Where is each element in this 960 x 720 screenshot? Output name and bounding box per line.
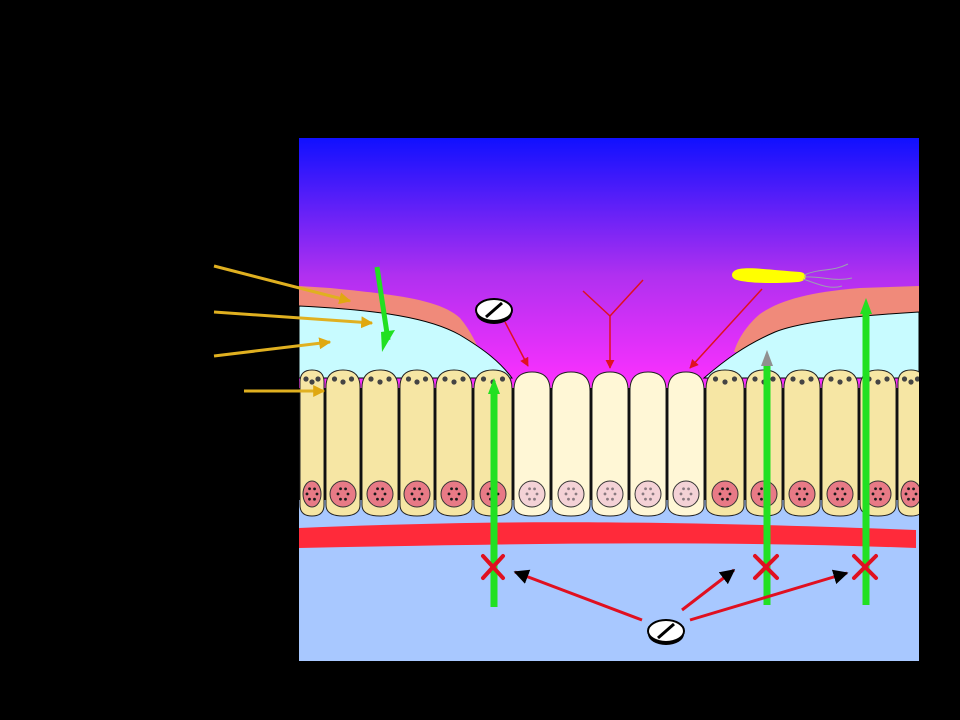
secretory-granule xyxy=(422,376,429,382)
green-arrow-blood-flow-3 xyxy=(860,298,872,605)
secretory-granule xyxy=(480,376,487,382)
cell-nucleus xyxy=(302,480,322,508)
cell-nucleus xyxy=(711,480,739,508)
secretory-granule xyxy=(331,376,338,382)
drug-inhibition-arrows xyxy=(513,568,849,622)
helicobacter-icon xyxy=(732,263,853,288)
diagram-panel xyxy=(299,138,919,661)
secretory-granule xyxy=(770,376,776,382)
epithelial-cell xyxy=(299,369,325,517)
cell-nucleus xyxy=(672,480,700,508)
damaged-epithelial-cell xyxy=(667,371,705,517)
cell-nucleus xyxy=(826,480,854,508)
secretory-granule xyxy=(386,376,392,382)
cell-nucleus xyxy=(900,480,919,508)
secretory-granule xyxy=(752,376,758,382)
inhibition-marks xyxy=(481,554,878,580)
acid-fork-icon xyxy=(582,279,644,369)
cell-nucleus xyxy=(366,480,394,508)
tablet-icon xyxy=(475,298,513,324)
damaged-epithelial-cell xyxy=(513,371,551,517)
epithelial-cell xyxy=(897,369,919,517)
cell-nucleus xyxy=(634,480,662,508)
secretory-granule xyxy=(914,376,919,382)
cell-nucleus xyxy=(788,480,816,508)
secretory-granule xyxy=(348,376,355,382)
secretory-granule xyxy=(908,379,914,385)
pointer-arrow-mucus-outer xyxy=(213,264,352,305)
damaged-epithelial-cell xyxy=(551,371,591,517)
secretory-granule xyxy=(875,379,881,385)
red-arrow-to-vessel xyxy=(681,568,736,612)
epithelial-cell xyxy=(361,369,399,517)
red-arrow-to-x3 xyxy=(689,569,849,622)
epithelial-cell xyxy=(473,369,513,517)
epithelial-cell xyxy=(783,369,821,517)
pointer-arrow-mucus-inner xyxy=(213,310,374,329)
secretory-granule xyxy=(451,379,457,385)
secretory-granule xyxy=(884,376,890,382)
x-mark-icon xyxy=(852,554,878,580)
cell-nucleus xyxy=(596,480,624,508)
secretory-granule xyxy=(901,376,908,382)
secretory-granule xyxy=(790,376,796,382)
epithelial-cell xyxy=(821,369,859,517)
secretory-granule xyxy=(442,376,448,382)
epithelial-cell-layer xyxy=(299,369,919,517)
epithelial-cell xyxy=(705,369,745,517)
secretory-granule xyxy=(377,379,383,385)
epithelial-cell xyxy=(435,369,473,517)
red-arrow-bacterium-to-surface xyxy=(689,288,763,369)
epithelial-cell xyxy=(399,369,435,517)
tablet-icon xyxy=(647,619,685,645)
damaged-epithelial-cell xyxy=(629,371,667,517)
secretory-granule xyxy=(414,379,420,385)
secretory-granule xyxy=(309,379,315,385)
red-arrow-to-x1 xyxy=(513,569,643,622)
label-pointers xyxy=(213,264,374,397)
x-mark-icon xyxy=(753,554,779,580)
cell-nucleus xyxy=(329,480,357,508)
secretory-granule xyxy=(731,376,738,382)
secretory-granule xyxy=(799,379,805,385)
secretory-granule xyxy=(499,376,506,382)
x-mark-icon xyxy=(481,554,505,580)
damage-arrows xyxy=(504,279,763,369)
secretory-granule xyxy=(828,376,834,382)
pointer-arrow-bicarbonate xyxy=(213,337,332,358)
secretory-granule xyxy=(303,376,309,382)
cell-nucleus xyxy=(403,480,431,508)
cell-nucleus xyxy=(440,480,468,508)
green-arrow-secretion-left xyxy=(374,266,395,352)
secretory-granule xyxy=(837,379,843,385)
secretory-granule xyxy=(315,376,321,382)
secretory-granule xyxy=(846,376,852,382)
cell-nucleus xyxy=(557,480,585,508)
secretory-granule xyxy=(712,376,719,382)
cell-nucleus xyxy=(518,480,546,508)
epithelial-cell xyxy=(325,369,361,517)
secretory-granule xyxy=(808,376,814,382)
mucus-layer-inner-left xyxy=(299,305,514,379)
blood-vessel xyxy=(299,522,916,548)
secretory-granule xyxy=(368,376,374,382)
damaged-epithelial-cell xyxy=(591,371,629,517)
secretory-granule xyxy=(460,376,466,382)
secretory-granule xyxy=(340,379,346,385)
secretory-granule xyxy=(722,379,728,385)
red-arrow-tablet-to-surface xyxy=(504,321,529,367)
secretory-granule xyxy=(405,376,412,382)
